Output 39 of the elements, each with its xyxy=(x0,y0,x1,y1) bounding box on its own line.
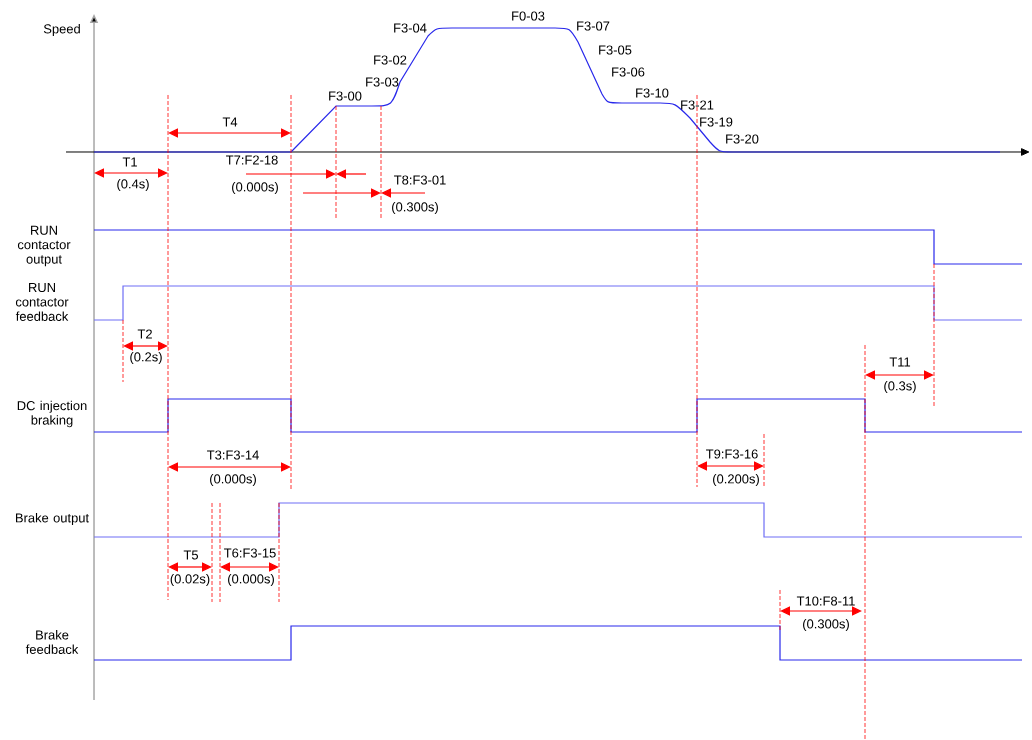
time-value: (0.2s) xyxy=(130,351,162,365)
time-label: T4 xyxy=(222,117,238,127)
signal-label: RUN contactor feedback xyxy=(15,283,69,321)
time-value: (0.300s) xyxy=(392,201,438,215)
time-value: (0.200s) xyxy=(713,473,759,487)
signal-label: Brake output xyxy=(16,512,89,526)
signal-label: Brake feedback xyxy=(25,630,79,654)
parameter-label: F3-10 xyxy=(636,88,669,98)
parameter-label: F3-20 xyxy=(726,134,759,144)
time-label: T2 xyxy=(137,329,152,339)
time-value: (0.000s) xyxy=(210,473,256,487)
time-label: T1 xyxy=(122,157,137,167)
parameter-label: F3-02 xyxy=(374,55,407,65)
time-value: (0.300s) xyxy=(803,618,849,632)
time-label: T9:F3-16 xyxy=(706,449,758,459)
time-label: T6:F3-15 xyxy=(224,548,276,558)
time-value: (0.02s) xyxy=(170,573,210,587)
parameter-label: F3-05 xyxy=(599,45,632,55)
parameter-label: F3-04 xyxy=(394,23,427,33)
parameter-label: F3-21 xyxy=(681,100,714,110)
time-value: (0.4s) xyxy=(117,178,149,192)
signal-label: DC injection braking xyxy=(17,400,87,428)
time-label: T7:F2-18 xyxy=(226,155,278,165)
signal-label: RUN contactor output xyxy=(17,225,71,267)
parameter-label: F3-19 xyxy=(700,117,733,127)
parameter-label: F3-00 xyxy=(329,91,362,101)
time-value: (0.000s) xyxy=(232,181,278,195)
time-value: (0.000s) xyxy=(228,573,274,587)
time-label: T3:F3-14 xyxy=(207,450,259,460)
parameter-label: F3-07 xyxy=(577,21,610,31)
time-label: T8:F3-01 xyxy=(394,175,446,185)
parameter-label: F0-03 xyxy=(512,11,545,21)
time-label: T10:F8-11 xyxy=(796,596,855,606)
parameter-label: F3-03 xyxy=(366,77,399,87)
time-label: T11 xyxy=(889,357,911,367)
parameter-label: F3-06 xyxy=(612,67,645,77)
time-label: T5 xyxy=(183,550,198,560)
time-value: (0.3s) xyxy=(884,380,916,394)
axis-label: Speed xyxy=(43,23,80,37)
